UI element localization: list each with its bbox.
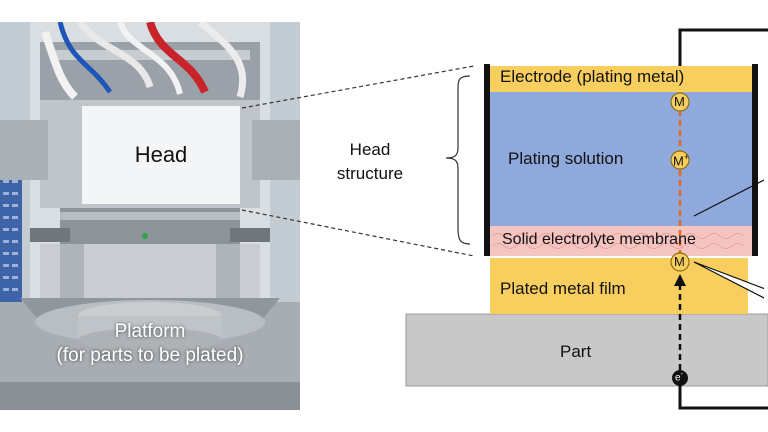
equipment-photo: Head Platform (for parts to be plated) — [0, 22, 300, 410]
wire-bottom — [678, 378, 768, 410]
platform-label: Platform (for parts to be plated) — [0, 320, 300, 368]
metal-atom-electrode-icon — [670, 92, 690, 112]
callout-edge — [764, 174, 768, 302]
head-structure-line2: structure — [336, 164, 404, 183]
electron-icon — [672, 370, 688, 386]
platform-label-line1: Platform — [114, 321, 186, 342]
membrane-layer — [490, 226, 752, 256]
metal-atom-film-text: M — [674, 254, 685, 269]
head-structure-label: Head structure — [330, 138, 410, 186]
head-label: Head — [82, 106, 240, 204]
metal-atom-electrode-text: M — [674, 94, 685, 109]
callout-pointer-film — [693, 261, 768, 301]
solution-label: Plating solution — [508, 149, 624, 168]
electrode-layer — [490, 66, 752, 92]
solution-layer — [490, 92, 752, 226]
electron-arrow — [674, 274, 686, 286]
callout-line-solution — [693, 177, 768, 217]
film-label: Plated metal film — [500, 279, 626, 298]
membrane-label: Solid electrolyte membrane — [502, 231, 696, 248]
leader-line-bottom — [241, 209, 475, 257]
metal-ion-solution-text: M+ — [673, 152, 690, 169]
head-wall-right — [752, 64, 758, 256]
metal-atom-film-icon — [670, 252, 690, 272]
electrode-label: Electrode (plating metal) — [500, 67, 685, 86]
part-block — [405, 313, 768, 387]
head-structure-line1: Head — [349, 140, 391, 159]
head-wall-left — [484, 64, 490, 256]
head-structure-brace — [445, 75, 471, 245]
wire-top — [678, 28, 768, 66]
platform-label-line2: (for parts to be plated) — [56, 345, 244, 366]
electron-text: e- — [675, 371, 683, 384]
metal-ion-solution-icon — [670, 150, 690, 170]
part-label: Part — [560, 342, 592, 361]
leader-line-top — [241, 65, 475, 109]
